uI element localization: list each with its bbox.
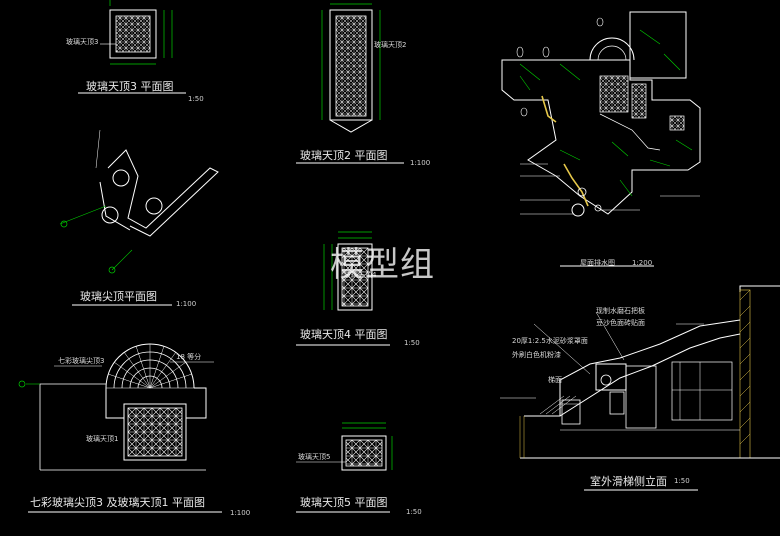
combo-top-tag: 七彩玻璃尖顶3 bbox=[58, 357, 105, 365]
roof4-scale: 1:50 bbox=[404, 339, 420, 347]
combo-title: 七彩玻璃尖顶3 及玻璃天顶1 平面图 bbox=[30, 496, 205, 509]
roof4-plan-drawing bbox=[296, 231, 390, 346]
roof3-title: 玻璃天顶3 平面图 bbox=[86, 80, 174, 93]
roof3-tag: 玻璃天顶3 bbox=[66, 38, 99, 46]
peak-scale: 1:100 bbox=[176, 300, 197, 308]
peak-plan-drawing bbox=[59, 129, 219, 306]
roof2-title: 玻璃天顶2 平面图 bbox=[300, 149, 388, 162]
roof5-scale: 1:50 bbox=[406, 508, 422, 516]
slide-note-3: 20厚1:2.5水泥砂浆罩面 bbox=[512, 337, 588, 345]
slide-note-5: 梯面 bbox=[548, 376, 562, 384]
slide-scale: 1:50 bbox=[674, 477, 690, 485]
slide-note-4: 外刷白色机粉漆 bbox=[512, 351, 561, 359]
slide-title: 室外滑梯侧立面 bbox=[590, 475, 667, 488]
peak-title: 玻璃尖顶平面图 bbox=[80, 290, 157, 303]
combo-scale: 1:100 bbox=[230, 509, 251, 517]
roof5-tag: 玻璃天顶5 bbox=[298, 453, 331, 461]
slide-note-1: 现制水磨石把板 bbox=[596, 307, 645, 315]
roof3-plan-drawing bbox=[78, 0, 186, 94]
watermark: 模型组 bbox=[330, 245, 435, 285]
combo-mid-tag: 玻璃天顶1 bbox=[86, 435, 119, 443]
roof-drain-plan-drawing bbox=[501, 11, 701, 267]
combo-plan-drawing bbox=[18, 343, 222, 513]
slide-note-2: 豆沙色面砖贴面 bbox=[596, 319, 645, 327]
roof5-plan-drawing bbox=[296, 422, 393, 513]
roof5-title: 玻璃天顶5 平面图 bbox=[300, 496, 388, 509]
roof2-tag: 玻璃天顶2 bbox=[374, 41, 407, 49]
roof2-scale: 1:100 bbox=[410, 159, 431, 167]
roof4-title: 玻璃天顶4 平面图 bbox=[300, 328, 388, 341]
roof2-plan-drawing bbox=[296, 3, 404, 164]
roof-drain-scale: 1:200 bbox=[632, 259, 653, 267]
slide-elevation-drawing bbox=[500, 285, 780, 491]
roof-drain-title: 屋面排水图 bbox=[580, 259, 615, 267]
roof4-tag: 玻璃天顶4 bbox=[344, 271, 377, 279]
roof3-scale: 1:50 bbox=[188, 95, 204, 103]
combo-note: 18 等分 bbox=[176, 353, 202, 361]
